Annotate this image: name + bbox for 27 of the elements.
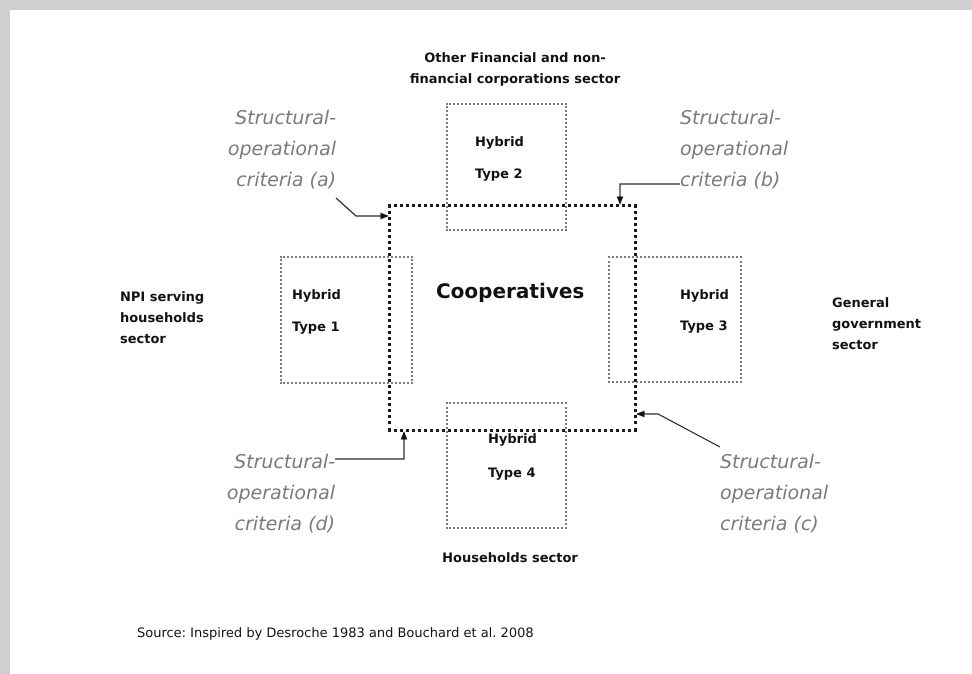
hybrid-box <box>446 103 567 231</box>
criteria-label: Structural-operational criteria (b) <box>680 103 820 196</box>
sector-label: NPI serving households sector <box>120 289 206 349</box>
source-note: Source: Inspired by Desroche 1983 and Bouchard et al. 2008 <box>137 626 534 641</box>
hybrid-box <box>446 402 567 529</box>
hybrid-box <box>608 256 742 383</box>
leader-arrow <box>616 183 680 205</box>
sector-label: General government sector <box>832 295 922 355</box>
hybrid-box <box>280 256 413 384</box>
sector-label: Households sector <box>441 550 579 568</box>
box-text: Type 1 <box>292 320 340 335</box>
leader-arrow <box>336 198 389 220</box>
box-text: Type 4 <box>488 466 536 481</box>
criteria-label: Structural-operational criteria (a) <box>196 103 336 196</box>
leader-arrow <box>636 410 720 448</box>
box-title: Cooperatives <box>436 279 584 303</box>
box-text: Hybrid <box>292 288 341 303</box>
box-text: Hybrid <box>680 288 729 303</box>
box-text: Hybrid <box>488 432 537 447</box>
sector-label: Other Financial and non-financial corporations sector <box>408 50 622 89</box>
box-text: Type 2 <box>475 167 522 182</box>
box-text: Type 3 <box>680 319 728 334</box>
leader-arrow <box>335 431 408 460</box>
criteria-label: Structural-operational criteria (d) <box>205 447 335 540</box>
box-text: Hybrid <box>475 135 524 150</box>
cooperatives-box <box>388 204 637 432</box>
criteria-label: Structural-operational criteria (c) <box>720 447 860 540</box>
